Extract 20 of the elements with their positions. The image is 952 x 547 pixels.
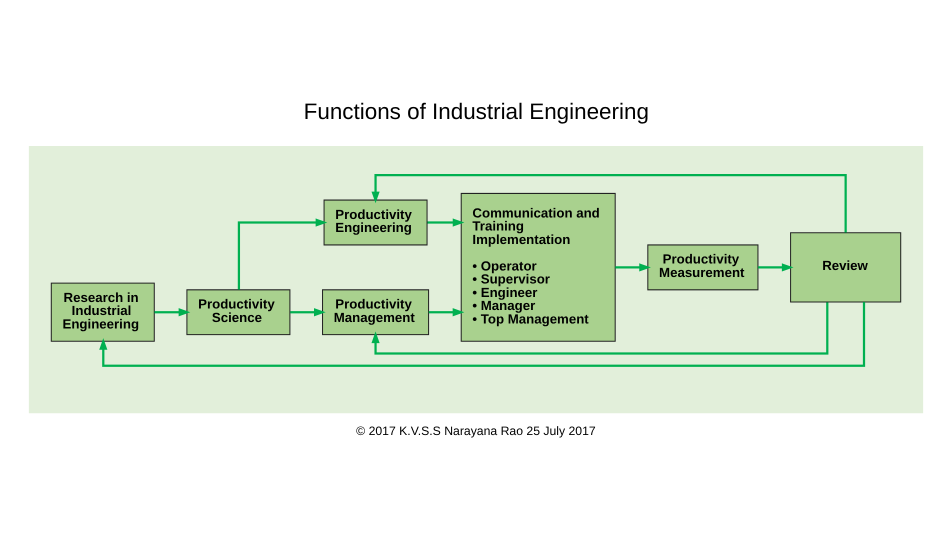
caption: © 2017 K.V.S.S Narayana Rao 25 July 2017: [356, 424, 596, 438]
diagram-title: Functions of Industrial Engineering: [304, 98, 649, 124]
node-box: Productivity Measurement: [647, 244, 758, 290]
arrow: [238, 218, 328, 290]
node-box: Productivity Engineering: [324, 199, 428, 245]
cluster: [28, 146, 924, 413]
arrow: [99, 302, 866, 366]
node-box: Productivity Science: [186, 288, 290, 335]
node-box: Review: [790, 232, 902, 302]
arrow: [154, 308, 190, 316]
node-box: Communication and Training Implementation • Operator • Supervisor • Engineer • Manager • Top Management: [460, 192, 616, 342]
arrow: [428, 308, 464, 316]
node-box: Research in Industrial Engineering: [50, 282, 155, 342]
node-box: Productivity Management: [322, 288, 430, 335]
arrow: [615, 262, 651, 271]
arrow: [290, 308, 326, 316]
arrow: [371, 302, 828, 354]
arrow: [758, 262, 794, 271]
arrow: [427, 218, 464, 226]
arrow: [371, 173, 847, 232]
